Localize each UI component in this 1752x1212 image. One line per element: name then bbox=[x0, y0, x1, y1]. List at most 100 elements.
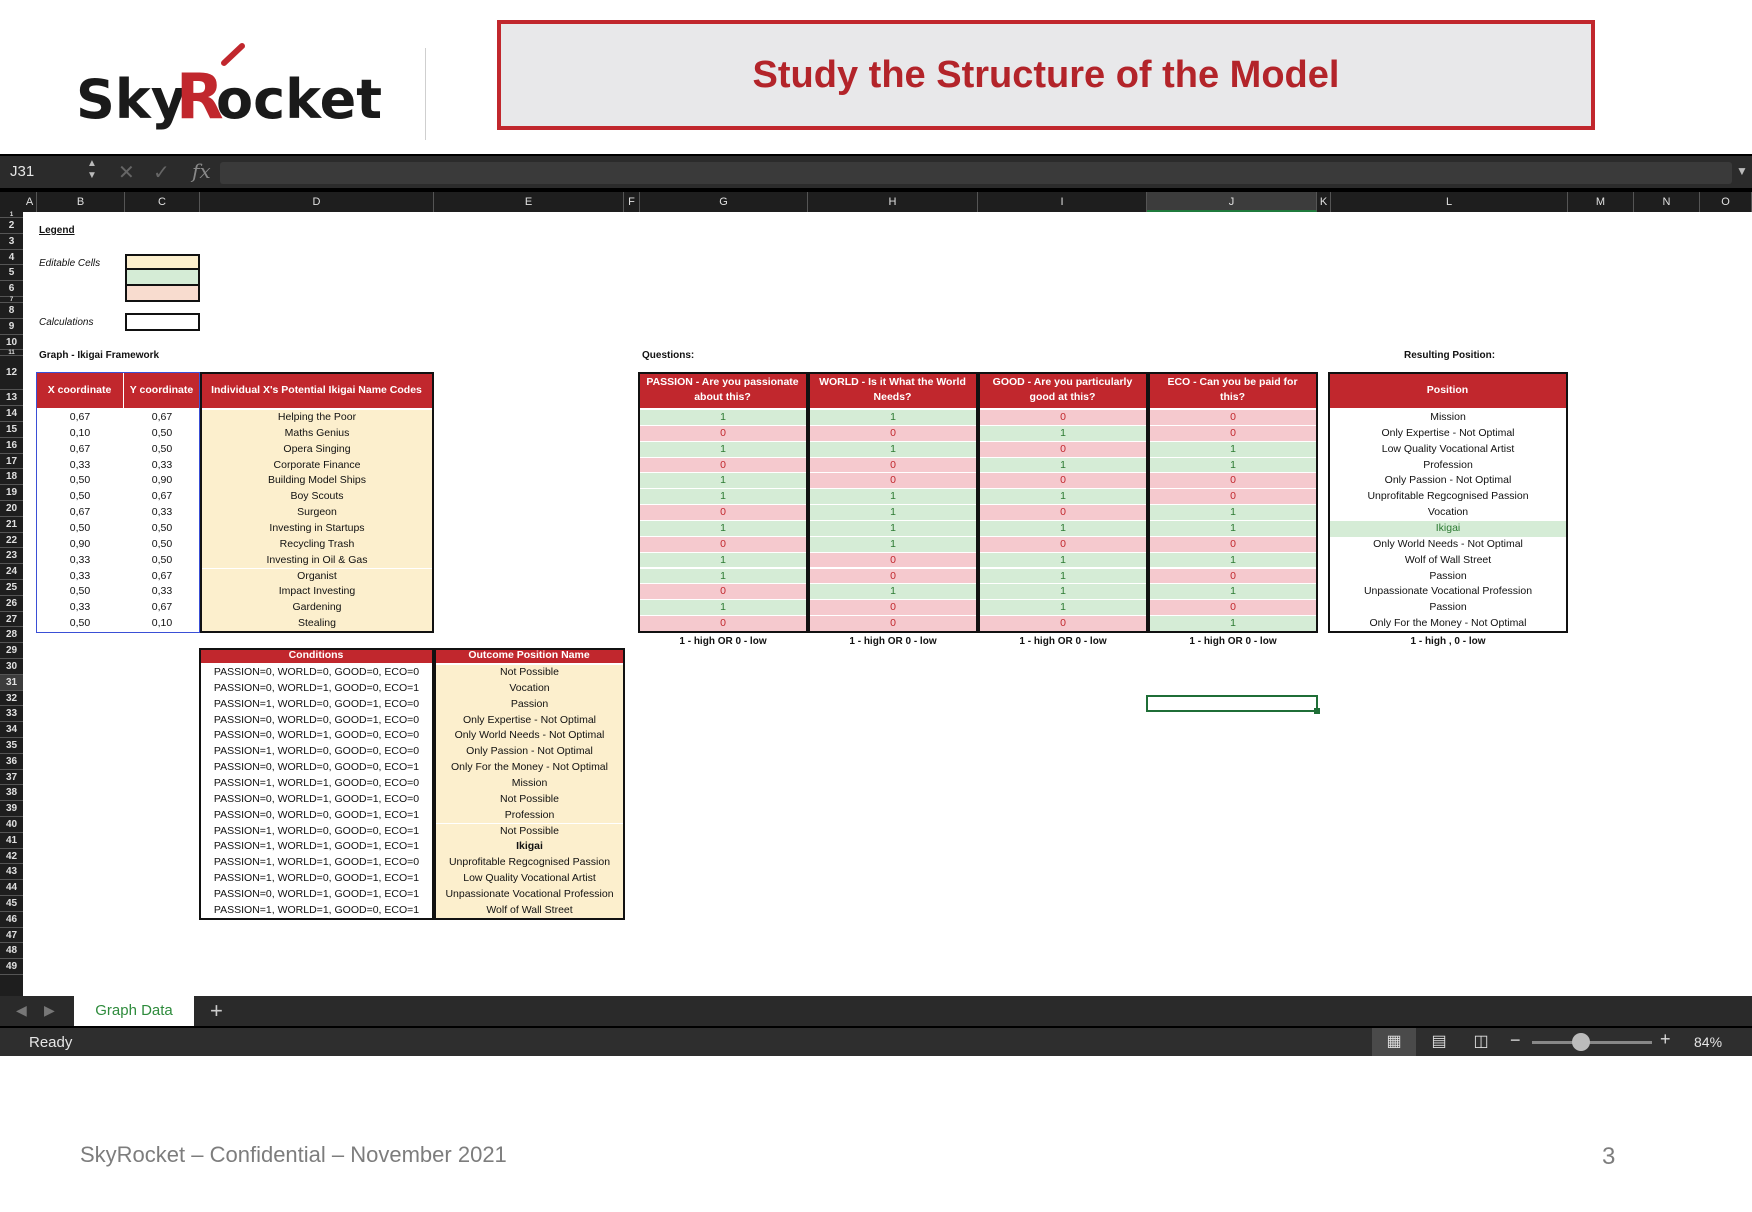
graph-name-cell[interactable]: Recycling Trash bbox=[200, 536, 434, 553]
answer-cell[interactable]: 0 bbox=[1148, 425, 1318, 442]
row-header-6[interactable]: 6 bbox=[0, 281, 23, 297]
answer-cell[interactable]: 1 bbox=[808, 520, 978, 537]
row-header-8[interactable]: 8 bbox=[0, 303, 23, 319]
graph-coord-cell[interactable]: 0,67 bbox=[69, 442, 91, 455]
graph-name-cell[interactable]: Stealing bbox=[200, 616, 434, 632]
row-header-48[interactable]: 48 bbox=[0, 943, 23, 960]
answer-cell[interactable]: 0 bbox=[808, 568, 978, 585]
graph-name-cell[interactable]: Boy Scouts bbox=[200, 489, 434, 506]
graph-coord-cell[interactable]: 0,67 bbox=[151, 569, 173, 582]
column-header-d[interactable]: D bbox=[200, 192, 434, 212]
answer-cell[interactable]: 1 bbox=[1148, 457, 1318, 474]
answer-cell[interactable]: 1 bbox=[1148, 505, 1318, 521]
row-header-13[interactable]: 13 bbox=[0, 390, 23, 407]
graph-coord-cell[interactable]: 0,67 bbox=[151, 411, 173, 423]
row-header-30[interactable]: 30 bbox=[0, 659, 23, 675]
graph-coord-cell[interactable]: 0,90 bbox=[69, 537, 91, 550]
answer-cell[interactable]: 0 bbox=[978, 536, 1148, 553]
graph-name-cell[interactable]: Investing in Oil & Gas bbox=[200, 552, 434, 569]
answer-cell[interactable]: 1 bbox=[1148, 616, 1318, 632]
column-header-b[interactable]: B bbox=[37, 192, 125, 212]
row-header-38[interactable]: 38 bbox=[0, 785, 23, 802]
row-header-29[interactable]: 29 bbox=[0, 643, 23, 659]
answer-cell[interactable]: 1 bbox=[978, 584, 1148, 601]
column-header-g[interactable]: G bbox=[640, 192, 808, 212]
accept-edit-icon[interactable]: ✓ bbox=[153, 162, 170, 184]
row-header-37[interactable]: 37 bbox=[0, 770, 23, 786]
row-header-9[interactable]: 9 bbox=[0, 319, 23, 335]
row-header-36[interactable]: 36 bbox=[0, 754, 23, 770]
answer-cell[interactable]: 0 bbox=[638, 505, 808, 521]
graph-name-cell[interactable]: Helping the Poor bbox=[200, 410, 434, 426]
column-header-e[interactable]: E bbox=[434, 192, 624, 212]
answer-cell[interactable]: 0 bbox=[808, 473, 978, 490]
row-header-22[interactable]: 22 bbox=[0, 533, 23, 549]
page-layout-view-icon[interactable]: ▤ bbox=[1431, 1033, 1447, 1050]
selected-cell[interactable] bbox=[1146, 695, 1318, 712]
normal-view-icon[interactable]: ▦ bbox=[1372, 1028, 1416, 1056]
row-header-3[interactable]: 3 bbox=[0, 234, 23, 250]
row-header-49[interactable]: 49 bbox=[0, 959, 23, 975]
answer-cell[interactable]: 1 bbox=[638, 441, 808, 458]
row-header-23[interactable]: 23 bbox=[0, 548, 23, 565]
row-header-4[interactable]: 4 bbox=[0, 250, 23, 266]
answer-cell[interactable]: 1 bbox=[638, 489, 808, 506]
answer-cell[interactable]: 1 bbox=[978, 489, 1148, 506]
answer-cell[interactable]: 0 bbox=[1148, 568, 1318, 585]
graph-coord-cell[interactable]: 0,33 bbox=[69, 553, 91, 566]
graph-coord-cell[interactable]: 0,50 bbox=[151, 426, 173, 439]
answer-cell[interactable]: 1 bbox=[638, 600, 808, 617]
column-header-m[interactable]: M bbox=[1568, 192, 1634, 212]
answer-cell[interactable]: 0 bbox=[808, 425, 978, 442]
answer-cell[interactable]: 0 bbox=[1148, 410, 1318, 426]
answer-cell[interactable]: 1 bbox=[808, 410, 978, 426]
graph-coord-cell[interactable]: 0,33 bbox=[151, 506, 173, 519]
answer-cell[interactable]: 0 bbox=[808, 457, 978, 474]
answer-cell[interactable]: 1 bbox=[978, 425, 1148, 442]
name-box[interactable]: J31 bbox=[10, 163, 35, 180]
answer-cell[interactable]: 0 bbox=[1148, 473, 1318, 490]
answer-cell[interactable]: 1 bbox=[638, 410, 808, 426]
row-header-40[interactable]: 40 bbox=[0, 817, 23, 833]
add-sheet-button[interactable]: + bbox=[210, 998, 223, 1023]
graph-name-cell[interactable]: Impact Investing bbox=[200, 584, 434, 601]
graph-coord-cell[interactable]: 0,50 bbox=[69, 474, 91, 487]
row-header-45[interactable]: 45 bbox=[0, 896, 23, 912]
answer-cell[interactable]: 1 bbox=[1148, 520, 1318, 537]
answer-cell[interactable]: 1 bbox=[808, 489, 978, 506]
answer-cell[interactable]: 1 bbox=[638, 473, 808, 490]
column-header-n[interactable]: N bbox=[1634, 192, 1700, 212]
formula-expand-icon[interactable]: ▼ bbox=[1736, 164, 1748, 178]
fill-handle[interactable] bbox=[1314, 708, 1320, 714]
row-header-12[interactable]: 12 bbox=[0, 356, 23, 391]
row-header-14[interactable]: 14 bbox=[0, 406, 23, 422]
row-header-7[interactable]: 7 bbox=[0, 297, 23, 303]
graph-coord-cell[interactable]: 0,50 bbox=[69, 490, 91, 503]
column-header-k[interactable]: K bbox=[1317, 192, 1331, 212]
column-header-i[interactable]: I bbox=[978, 192, 1147, 212]
answer-cell[interactable]: 0 bbox=[638, 536, 808, 553]
answer-cell[interactable]: 0 bbox=[638, 584, 808, 601]
row-header-46[interactable]: 46 bbox=[0, 912, 23, 928]
answer-cell[interactable]: 1 bbox=[1148, 441, 1318, 458]
answer-cell[interactable]: 1 bbox=[808, 584, 978, 601]
graph-coord-cell[interactable]: 0,33 bbox=[69, 601, 91, 614]
answer-cell[interactable]: 1 bbox=[638, 552, 808, 569]
graph-coord-cell[interactable]: 0,67 bbox=[69, 506, 91, 519]
row-header-41[interactable]: 41 bbox=[0, 833, 23, 849]
row-header-21[interactable]: 21 bbox=[0, 517, 23, 533]
row-header-10[interactable]: 10 bbox=[0, 335, 23, 351]
row-header-20[interactable]: 20 bbox=[0, 501, 23, 517]
answer-cell[interactable]: 1 bbox=[978, 600, 1148, 617]
graph-coord-cell[interactable]: 0,67 bbox=[69, 411, 91, 423]
row-header-26[interactable]: 26 bbox=[0, 596, 23, 612]
row-header-44[interactable]: 44 bbox=[0, 880, 23, 896]
insert-function-button[interactable]: fx bbox=[192, 159, 211, 183]
answer-cell[interactable]: 0 bbox=[808, 552, 978, 569]
select-all-corner[interactable] bbox=[0, 192, 23, 212]
graph-coord-cell[interactable]: 0,50 bbox=[151, 537, 173, 550]
row-header-2[interactable]: 2 bbox=[0, 218, 23, 234]
row-header-17[interactable]: 17 bbox=[0, 454, 23, 470]
column-header-f[interactable]: F bbox=[624, 192, 640, 212]
graph-coord-cell[interactable]: 0,50 bbox=[69, 521, 91, 534]
